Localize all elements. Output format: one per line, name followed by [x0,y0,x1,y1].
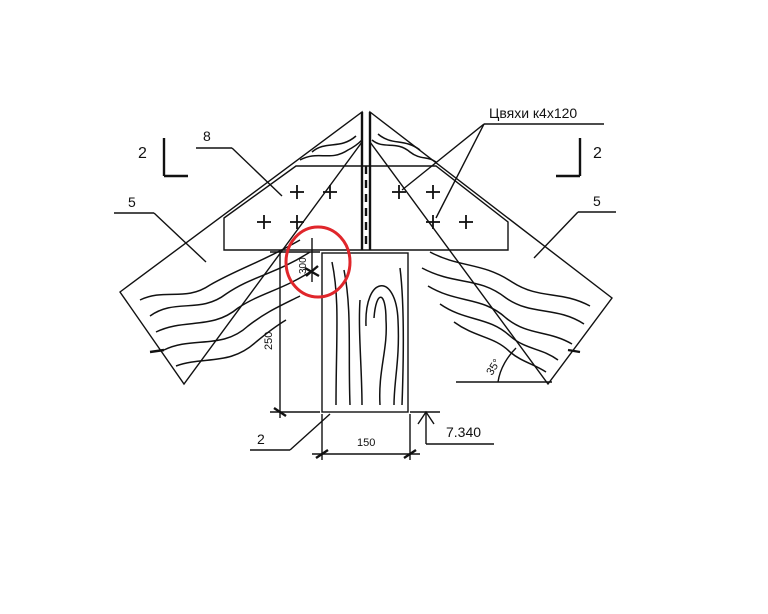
dimension-150: 150 [312,414,420,460]
nails-callout: Цвяхи к4х120 [401,105,604,219]
dim-150-label: 150 [357,437,375,449]
dim-250-label: 250 [263,332,275,350]
angle-mark: 35° [456,347,552,383]
nail-icon [290,185,304,199]
dim-300-label: 300 [298,257,309,274]
nails-group [257,185,473,229]
section-left-label: 2 [138,145,147,162]
rafter-end-tick-right [567,348,581,354]
elevation-mark: 7.340 [410,410,494,445]
plate-callout: 8 [196,128,283,197]
angle-label: 35° [484,357,503,377]
elevation-label: 7.340 [446,424,481,440]
gusset-plate [223,165,509,251]
nail-icon [459,215,473,229]
rafter-end-tick-left [149,348,165,354]
section-mark-left: 2 [138,138,188,178]
dim-tick-icon [273,407,287,417]
nail-icon [426,215,440,229]
post-callout: 2 [250,413,331,451]
nail-icon [426,185,440,199]
nail-icon [323,185,337,199]
rafter-right-label: 5 [593,193,601,209]
nail-icon [290,215,304,229]
plate-label: 8 [203,128,211,144]
post-label: 2 [257,431,265,447]
right-rafter [369,110,613,386]
dim-tick-icon [305,265,319,277]
dimension-300: 300 [298,238,320,282]
section-mark-right: 2 [556,138,602,178]
section-right-label: 2 [593,145,602,162]
dim-tick-icon [403,449,417,459]
rafter-left-label: 5 [128,194,136,210]
rafter-left-callout: 5 [114,194,207,263]
left-rafter [119,110,363,386]
nail-icon [392,185,406,199]
post [321,252,409,413]
dim-tick-icon [315,449,329,459]
nail-icon [257,215,271,229]
highlight-circle [284,225,352,299]
rafter-right-callout: 5 [533,193,616,259]
nails-label: Цвяхи к4х120 [489,105,577,121]
